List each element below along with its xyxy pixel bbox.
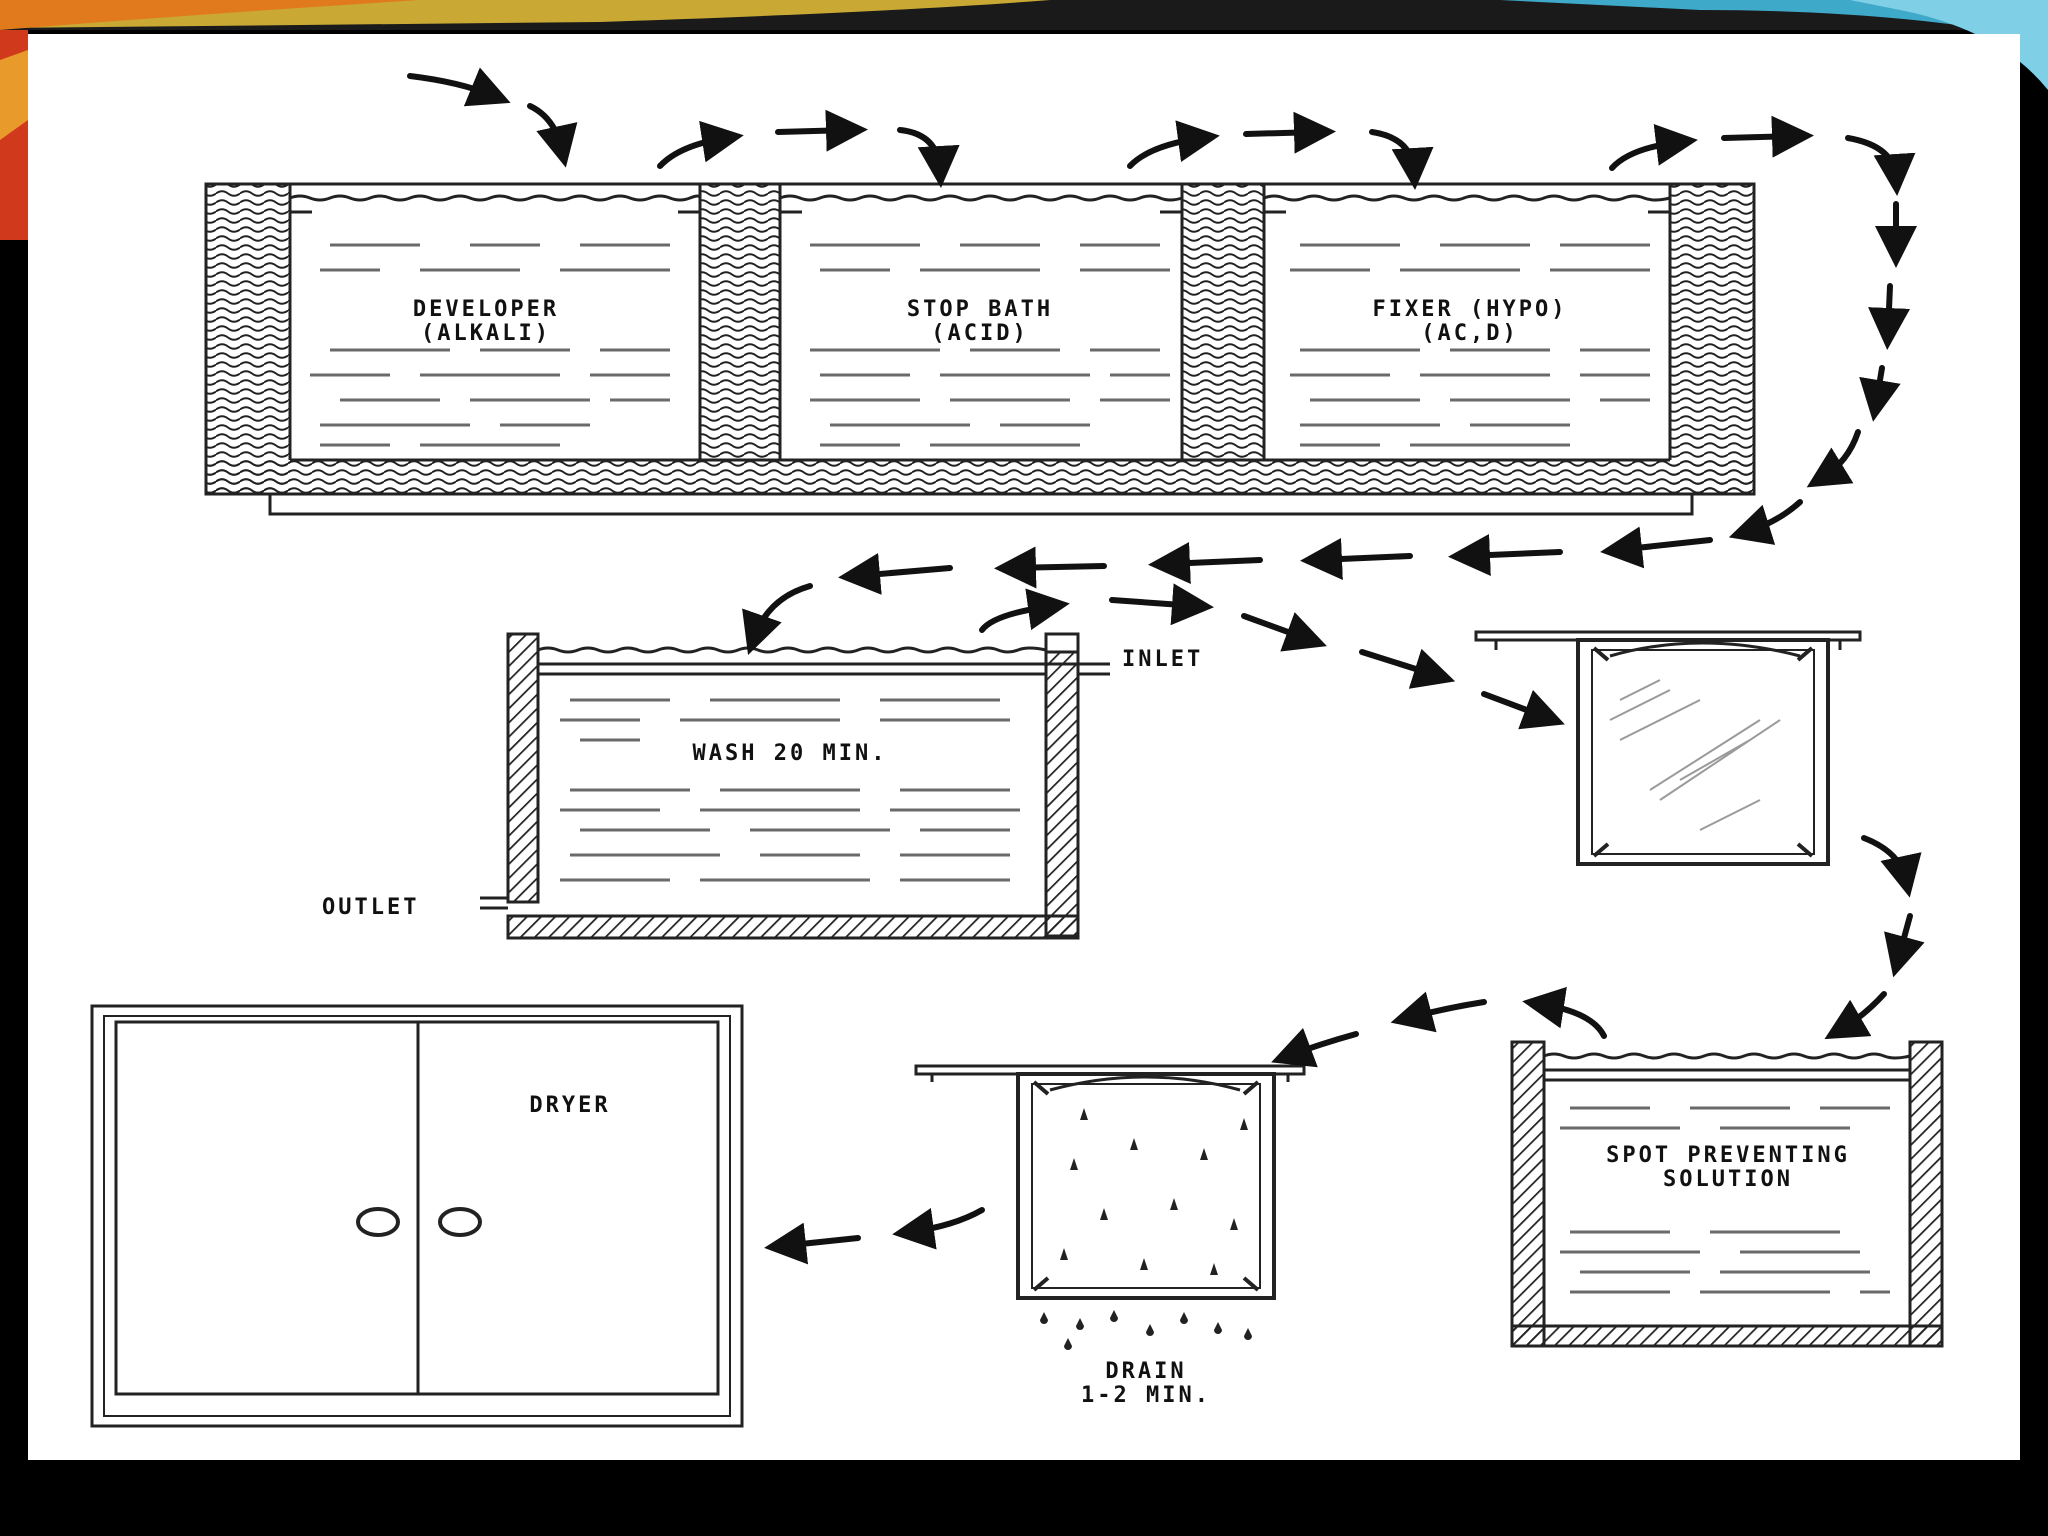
wash-tank: WASH 20 MIN. INLET OUTLET [322, 632, 1203, 940]
dryer-door-knob-right [438, 1207, 482, 1237]
developer-sublabel: (ALKALI) [421, 321, 551, 346]
dryer-label: DRYER [529, 1093, 610, 1118]
drain-label: DRAIN [1105, 1359, 1186, 1384]
spot-label: SPOT PREVENTING [1606, 1143, 1850, 1168]
top-tank-assembly: DEVELOPER (ALKALI) STOP BATH (ACID) FIXE… [204, 182, 1756, 516]
stop-bath-sublabel: (ACID) [931, 321, 1028, 346]
spot-sublabel: SOLUTION [1663, 1167, 1793, 1192]
drain-time-label: 1-2 MIN. [1081, 1383, 1211, 1408]
film-hanger-rinse [1474, 630, 1862, 866]
flow-arrows [407, 67, 1925, 1265]
wash-label: WASH 20 MIN. [693, 741, 888, 766]
stop-bath-label: STOP BATH [907, 297, 1053, 322]
fixer-sublabel: (AC,D) [1421, 321, 1518, 346]
inlet-label: INLET [1122, 647, 1203, 672]
spot-preventing-tank: SPOT PREVENTING SOLUTION [1510, 1040, 1944, 1348]
outlet-label: OUTLET [322, 895, 419, 920]
fixer-label: FIXER (HYPO) [1373, 297, 1568, 322]
dryer-cabinet: DRYER [90, 1004, 744, 1428]
film-hanger-drain: DRAIN 1-2 MIN. [914, 1064, 1306, 1408]
slide-decoration [0, 0, 2048, 240]
dryer-door-knob-left [356, 1207, 400, 1237]
developer-label: DEVELOPER [413, 297, 559, 322]
